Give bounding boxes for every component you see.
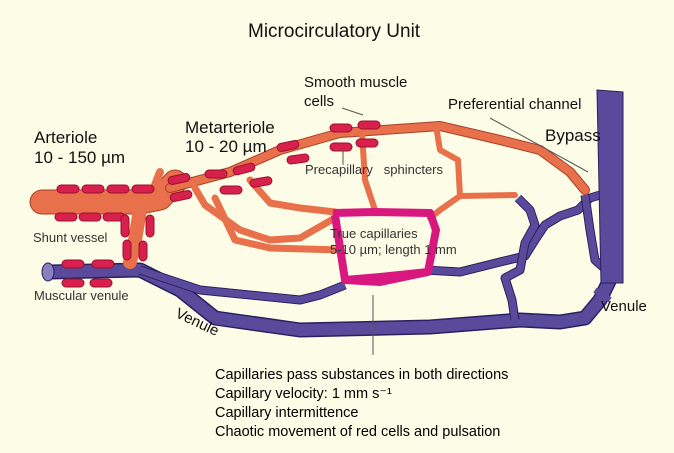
capillary-notes: Capillaries pass substances in both dire… bbox=[215, 366, 508, 442]
shunt-vessel-label: Shunt vessel bbox=[33, 230, 108, 245]
smooth-muscle-cells bbox=[54, 120, 381, 288]
arteriole-label: Arteriole bbox=[34, 128, 98, 147]
diagram-title: Microcirculatory Unit bbox=[248, 21, 421, 42]
smooth-muscle-label: Smooth muscle bbox=[304, 74, 408, 91]
note-line: Chaotic movement of red cells and pulsat… bbox=[215, 424, 501, 440]
arteriole-size-label: 10 - 150 µm bbox=[34, 148, 126, 167]
note-line: Capillary velocity: 1 mm s⁻¹ bbox=[215, 386, 392, 402]
preferential-channel-label: Preferential channel bbox=[448, 96, 582, 113]
capillary-size-label: 5-10 µm; length 1 mm bbox=[330, 242, 457, 257]
bypass-label: Bypass bbox=[545, 126, 601, 145]
true-capillaries bbox=[331, 208, 440, 286]
venous-vessels bbox=[41, 89, 624, 338]
venule-right-label: Venule bbox=[601, 298, 647, 315]
precapillary-sphincters-label: Precapillary sphincters bbox=[305, 162, 443, 177]
note-line: Capillary intermittence bbox=[215, 405, 359, 421]
muscular-venule-label: Muscular venule bbox=[34, 288, 129, 303]
metarteriole-size-label: 10 - 20 µm bbox=[185, 137, 267, 156]
true-capillaries-label: True capillaries bbox=[330, 226, 418, 241]
metarteriole-label: Metarteriole bbox=[185, 118, 275, 137]
note-line: Capillaries pass substances in both dire… bbox=[215, 367, 509, 383]
smooth-muscle-label-2: cells bbox=[304, 93, 335, 110]
pointer-lines bbox=[341, 107, 589, 355]
